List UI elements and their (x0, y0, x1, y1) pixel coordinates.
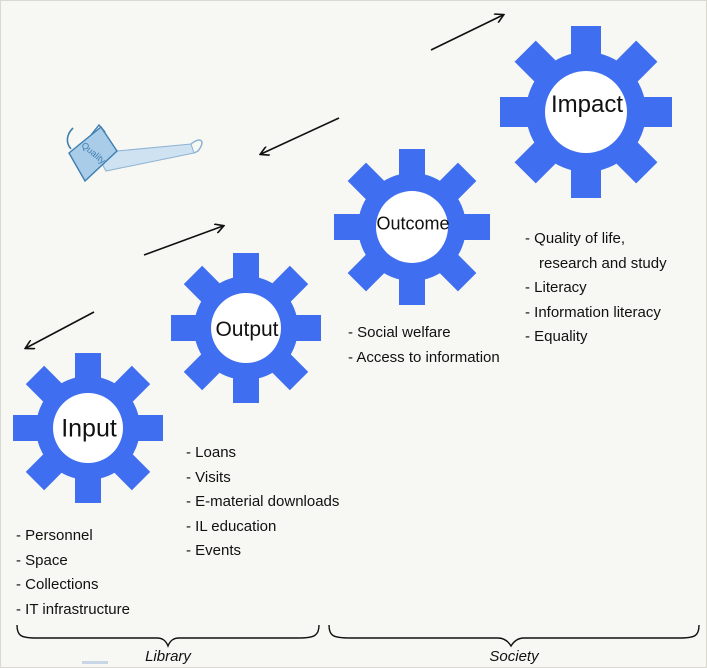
list-item: - Visits (186, 468, 231, 486)
list-item: - Access to information (348, 348, 500, 366)
list-item: - Information literacy (525, 303, 661, 321)
outcome-items: - Social welfare - Access to information (348, 321, 500, 370)
gear-impact (500, 26, 672, 198)
list-item: - Literacy (525, 279, 587, 296)
arrow-down-left-2 (261, 117, 340, 154)
list-item: - Space (16, 551, 68, 569)
scope-label-library: Library (145, 648, 191, 665)
oil-can-icon: Quality (66, 123, 203, 183)
gear-outcome (334, 149, 490, 305)
arrow-down-left-1 (26, 311, 95, 348)
list-item: - Personnel (16, 527, 93, 544)
arrow-up-right-1 (143, 226, 223, 256)
impact-items: - Quality of life, research and study - … (525, 227, 667, 350)
list-item: - Quality of life, (525, 230, 626, 247)
stage-label-output: Output (215, 318, 279, 341)
list-item: - IL education (186, 517, 277, 535)
list-item: - Loans (186, 444, 237, 461)
output-items: - Loans - Visits - E-material downloads … (186, 441, 339, 564)
stage-label-impact: Impact (550, 91, 624, 118)
library-brace (16, 624, 320, 648)
list-item: - Equality (525, 328, 588, 345)
stage-label-input: Input (61, 414, 117, 443)
list-item: - Events (186, 542, 242, 559)
small-mark (82, 661, 108, 664)
stage-label-outcome: Outcome (376, 213, 450, 234)
scope-label-society: Society (489, 648, 539, 665)
arrow-up-right-2 (430, 15, 503, 51)
society-brace (328, 624, 700, 648)
gear-output (171, 253, 321, 403)
input-items: - Personnel - Space - Collections - IT i… (16, 524, 130, 622)
list-item: research and study (539, 254, 667, 272)
list-item: - IT infrastructure (16, 600, 130, 618)
list-item: - Social welfare (348, 324, 451, 341)
gear-input (13, 353, 163, 503)
list-item: - E-material downloads (186, 493, 340, 510)
list-item: - Collections (16, 576, 99, 593)
